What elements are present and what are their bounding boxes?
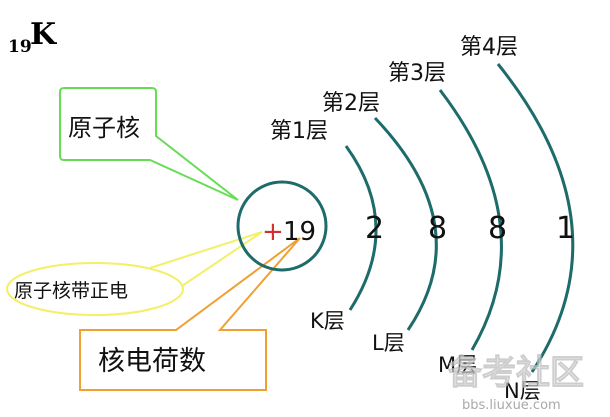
electron-counts: 2 8 8 1	[365, 211, 575, 246]
shell-4-electrons: 1	[556, 211, 575, 246]
element-mass-prefix: 19	[8, 37, 32, 57]
watermark-main: 备考社区	[448, 353, 584, 393]
shell-arcs	[344, 63, 575, 373]
shell-3-bottom-label: M层	[438, 353, 477, 377]
nucleus-circle	[236, 180, 328, 272]
shell-arc-1	[344, 145, 378, 311]
nucleus-plus-sign: +	[262, 217, 284, 247]
shell-2-electrons: 8	[428, 211, 447, 246]
callout-positive-text: 原子核带正电	[14, 280, 128, 302]
shell-top-labels: 第1层 第2层 第3层 第4层	[270, 35, 518, 144]
element-symbol: 19 K	[8, 17, 57, 57]
nucleus-charge: 19	[283, 217, 316, 247]
callout-nucleus: 原子核	[59, 87, 239, 201]
element-letter: K	[30, 17, 57, 52]
callout-nuclear-shape	[79, 237, 301, 391]
watermark-url: bbs.liuxue.com	[462, 398, 561, 413]
nucleus: + 19	[236, 180, 328, 272]
shell-3-electrons: 8	[488, 211, 507, 246]
callout-nuclear-charge: 核电荷数	[79, 237, 301, 391]
shell-4-bottom-label: N层	[504, 379, 541, 403]
shell-arc-4	[496, 63, 575, 373]
shell-1-top-label: 第1层	[270, 119, 328, 144]
shell-arc-2	[373, 116, 438, 331]
shell-1-electrons: 2	[365, 211, 384, 246]
shell-4-top-label: 第4层	[460, 35, 518, 60]
callout-nucleus-shape	[59, 87, 239, 201]
shell-2-bottom-label: L层	[372, 331, 405, 355]
shell-1-bottom-label: K层	[310, 309, 345, 333]
callout-positive-pointer	[149, 231, 263, 291]
shell-3-top-label: 第3层	[388, 61, 446, 86]
watermark: 备考社区 bbs.liuxue.com	[448, 353, 585, 413]
shell-bottom-labels: K层 L层 M层 N层	[310, 309, 541, 403]
callout-nucleus-text: 原子核	[68, 114, 140, 142]
shell-2-top-label: 第2层	[322, 91, 380, 116]
callout-positive-charge: 原子核带正电	[6, 231, 263, 316]
shell-arc-3	[438, 89, 503, 351]
callout-nuclear-text: 核电荷数	[98, 346, 206, 377]
callout-positive-shape	[6, 262, 184, 316]
